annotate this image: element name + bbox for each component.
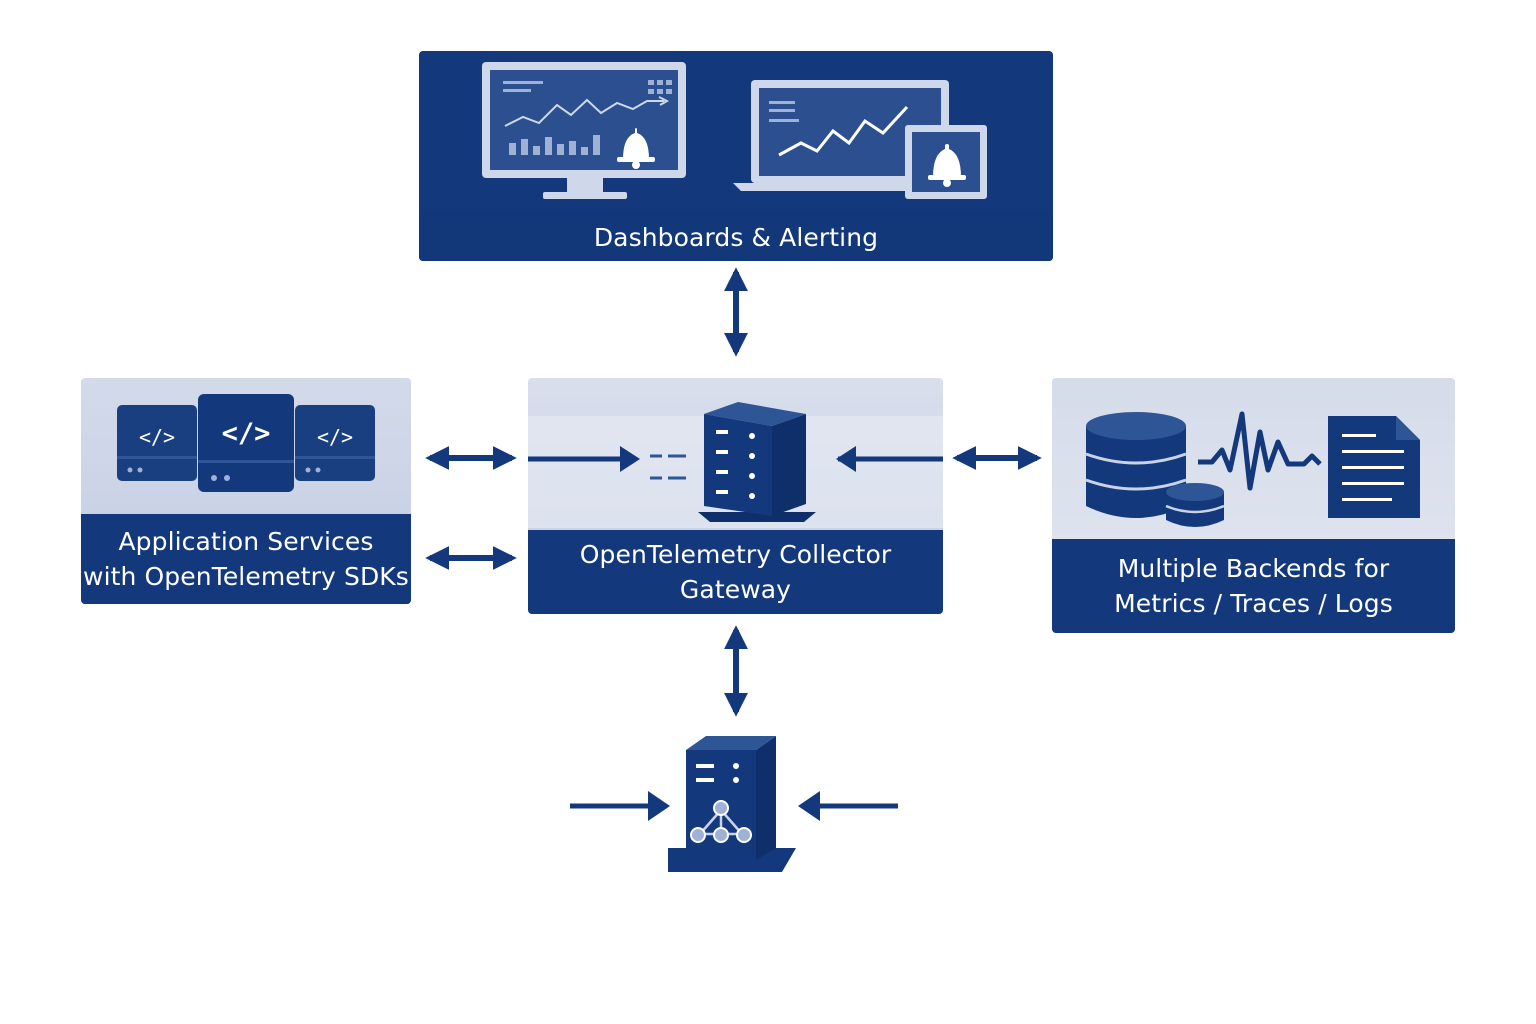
monitor-chart-icon: [482, 62, 686, 199]
laptop-chart-icon: [733, 80, 987, 199]
bell-icon: [617, 128, 655, 169]
collector-gateway-node: OpenTelemetry Collector Gateway: [528, 378, 943, 614]
app-services-label-band: Application Services with OpenTelemetry …: [81, 514, 411, 604]
svg-text:</>: </>: [222, 418, 271, 449]
code-icon: </>: [198, 394, 294, 492]
dashboards-illustration: [482, 62, 987, 199]
waveform-icon: [1198, 411, 1322, 491]
backends-label-line1: Multiple Backends for: [1117, 554, 1390, 583]
document-icon: [1328, 416, 1420, 518]
code-icon: </>: [295, 405, 375, 481]
app-services-label-line1: Application Services: [118, 527, 374, 556]
code-icon: </>: [117, 405, 197, 481]
app-services-label-line2: with OpenTelemetry SDKs: [83, 562, 409, 591]
collector-label-line1: OpenTelemetry Collector: [579, 540, 892, 569]
backends-label-line2: Metrics / Traces / Logs: [1114, 589, 1393, 618]
application-services-node: </> </> </> Application Services with Op…: [81, 378, 411, 604]
server-icon: [698, 402, 816, 522]
code-services-illustration: </> </> </>: [117, 394, 375, 492]
collector-label-band: OpenTelemetry Collector Gateway: [528, 530, 943, 614]
collector-illustration: [528, 402, 943, 528]
backends-label-band: Multiple Backends for Metrics / Traces /…: [1052, 539, 1455, 633]
database-icon: [1085, 412, 1187, 518]
database-icon: [1165, 483, 1225, 527]
dashboards-label: Dashboards & Alerting: [593, 222, 879, 252]
svg-text:</>: </>: [317, 425, 353, 449]
backends-node: Multiple Backends for Metrics / Traces /…: [1052, 378, 1455, 633]
bell-icon: [905, 125, 987, 199]
dashboards-alerting-node: Dashboards & Alerting: [419, 51, 1053, 261]
collector-label-line2: Gateway: [679, 575, 792, 604]
dashboards-label-band: Dashboards & Alerting: [419, 213, 1053, 261]
svg-text:</>: </>: [139, 425, 175, 449]
backends-illustration: [1085, 411, 1420, 527]
network-agent-icon: [570, 736, 898, 872]
